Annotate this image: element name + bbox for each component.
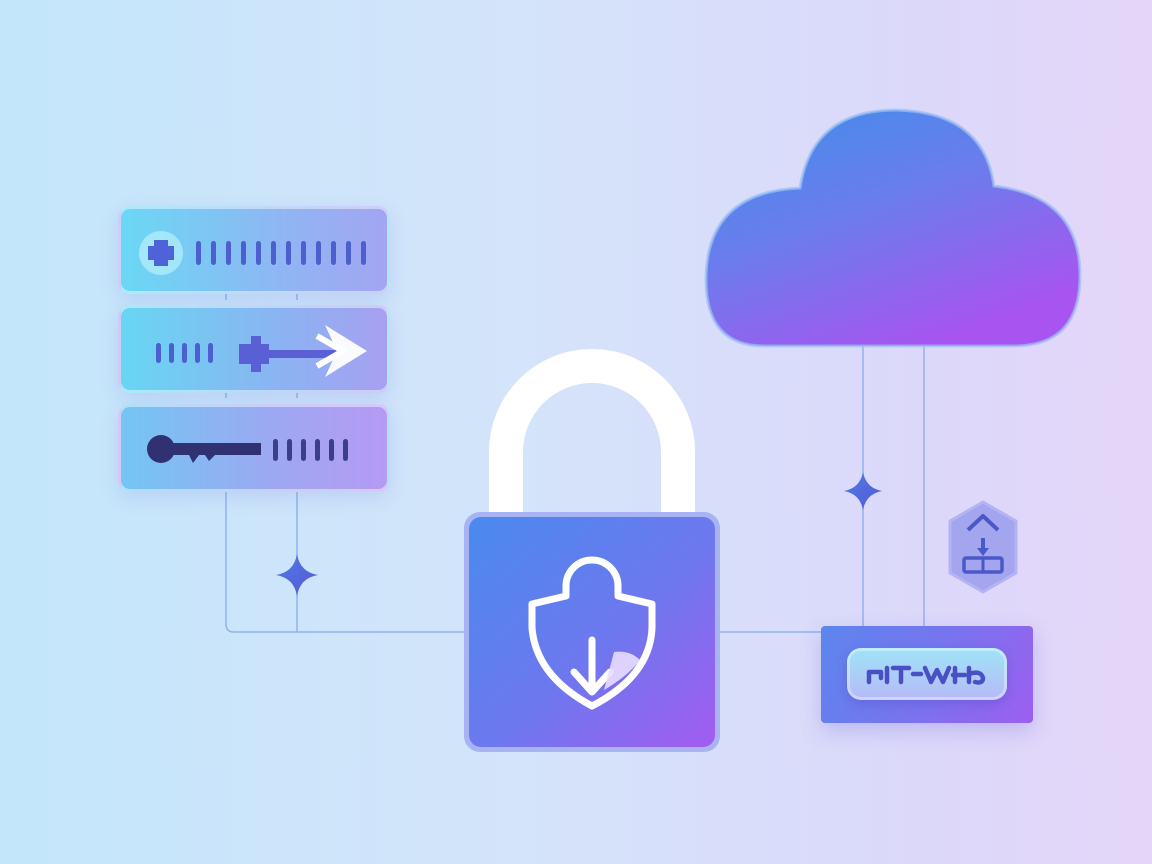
sparkle-icon <box>276 554 318 596</box>
shield-download-icon <box>528 556 656 710</box>
wire-left-outer <box>225 294 466 633</box>
server-panel-key <box>118 404 390 492</box>
encrypted-token-icon <box>847 648 1007 700</box>
plug-arrow-icon <box>239 325 367 377</box>
plus-badge-icon <box>139 231 183 275</box>
encrypted-token-card <box>821 626 1033 723</box>
sparkle-icon <box>844 472 882 510</box>
key-icon <box>147 435 261 463</box>
padlock-shackle <box>489 349 695 516</box>
signal-bars <box>196 241 366 265</box>
signal-bars <box>273 439 348 461</box>
server-panel-plus <box>118 206 390 294</box>
server-panel-connector <box>118 305 390 393</box>
signal-bars <box>156 343 213 363</box>
